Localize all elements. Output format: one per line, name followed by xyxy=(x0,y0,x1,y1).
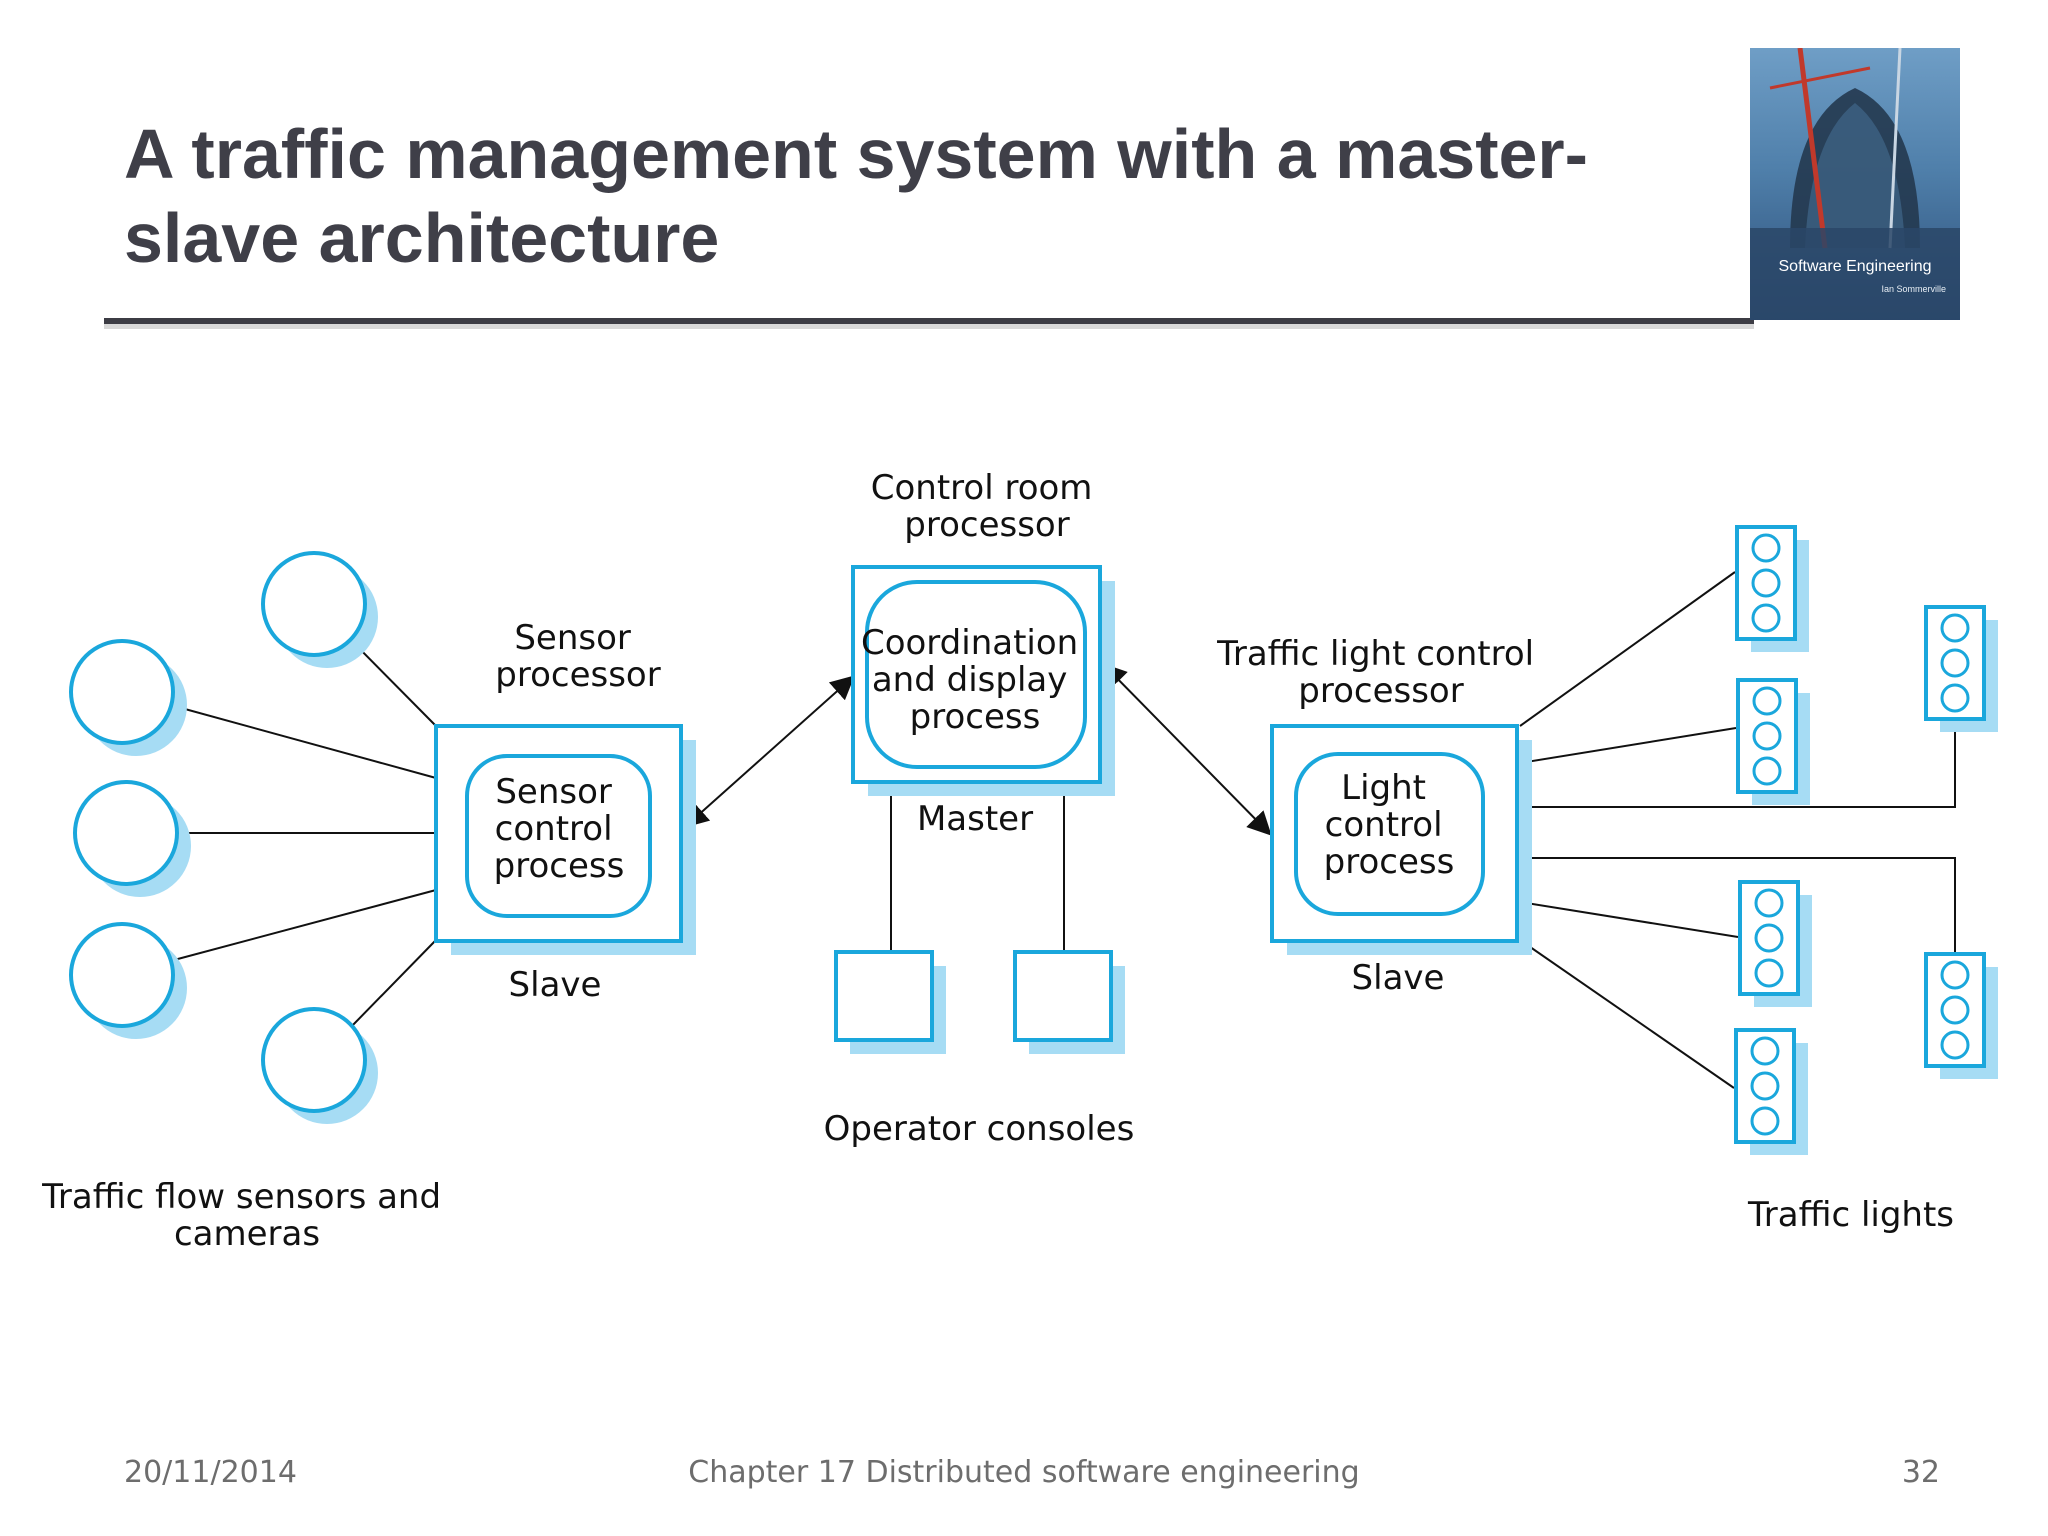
footer-page-number: 32 xyxy=(1901,1455,1940,1490)
sensor-process-label: Sensor control process xyxy=(494,772,625,886)
sensor-control-process xyxy=(465,754,652,918)
traffic-flow-sensors xyxy=(69,551,378,1124)
coordination-display-process xyxy=(865,580,1087,769)
title-rule xyxy=(104,318,1754,324)
title-rule-shadow xyxy=(104,324,1754,329)
console-connections xyxy=(890,782,1065,952)
light-slave-label: Slave xyxy=(1352,958,1445,998)
master-label: Master xyxy=(917,799,1033,839)
sensor-connections xyxy=(173,633,437,1030)
traffic-lights xyxy=(1734,525,1998,1155)
light-processor-node xyxy=(1270,724,1532,955)
light-process-label: Light control process xyxy=(1324,768,1455,882)
traffic-light-icon xyxy=(1738,880,1812,1007)
sensor-icon xyxy=(69,639,187,756)
control-room-processor-node xyxy=(851,565,1115,796)
slide-title: A traffic management system with a maste… xyxy=(124,115,1588,277)
cover-author: Ian Sommerville xyxy=(1881,284,1946,294)
traffic-light-icon xyxy=(1735,525,1809,652)
cover-title: Software Engineering xyxy=(1778,258,1932,275)
traffic-light-icon xyxy=(1924,952,1998,1079)
book-cover-image: Software Engineering Ian Sommerville xyxy=(1750,48,1960,320)
sensor-processor-label: Sensor processor xyxy=(495,618,660,695)
sensor-master-arrow xyxy=(684,675,855,828)
sensor-icon xyxy=(69,922,187,1039)
traffic-light-icon xyxy=(1924,605,1998,732)
footer-chapter: Chapter 17 Distributed software engineer… xyxy=(688,1455,1360,1490)
light-connections xyxy=(1519,571,1956,1089)
sensor-slave-label: Slave xyxy=(509,965,602,1005)
master-light-arrow xyxy=(1102,663,1272,836)
traffic-light-icon xyxy=(1736,678,1810,805)
traffic-light-icon xyxy=(1734,1028,1808,1155)
sensor-icon xyxy=(73,780,191,897)
control-room-label: Control room processor xyxy=(871,468,1103,545)
operator-console-icon xyxy=(1013,950,1125,1054)
operator-consoles-label: Operator consoles xyxy=(824,1109,1135,1149)
light-processor-label: Traffic light control processor xyxy=(1216,634,1545,711)
sensor-icon xyxy=(261,551,378,668)
footer-date: 20/11/2014 xyxy=(124,1455,297,1490)
sensor-icon xyxy=(261,1007,378,1124)
traffic-lights-label: Traffic lights xyxy=(1747,1195,1954,1235)
operator-consoles xyxy=(834,950,1125,1054)
light-control-process xyxy=(1294,752,1485,916)
sensor-processor-node xyxy=(434,724,696,955)
master-process-label: Coordination and display process xyxy=(861,623,1089,737)
operator-console-icon xyxy=(834,950,946,1054)
sensors-label: Traffic flow sensors and cameras xyxy=(41,1177,452,1254)
